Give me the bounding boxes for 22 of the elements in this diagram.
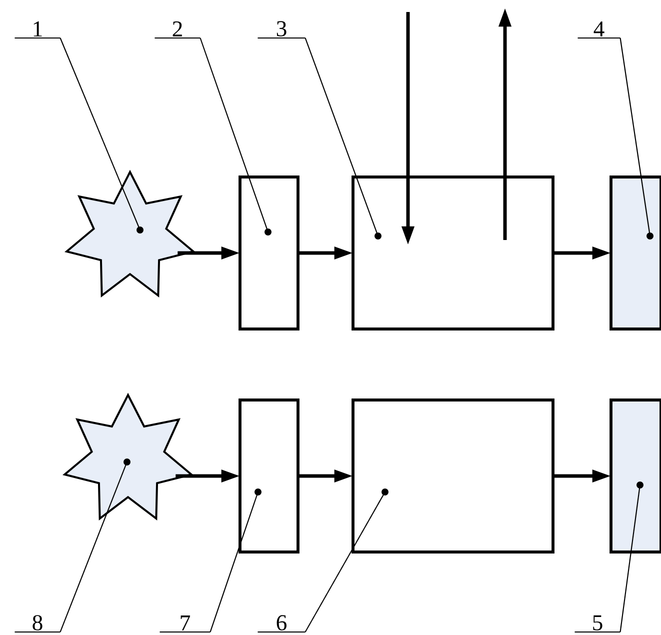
callout-number: 4 (578, 21, 620, 39)
leader-line (210, 488, 262, 632)
block-box (610, 176, 661, 330)
callout-number: 7 (160, 616, 210, 633)
block-box (352, 398, 554, 554)
leader-line (620, 38, 654, 240)
block-box (238, 176, 300, 330)
callout-number: 5 (574, 615, 620, 633)
callout-number: 6 (258, 615, 306, 633)
block-box (238, 398, 300, 554)
leader-line (304, 38, 382, 240)
leader-line (304, 488, 388, 632)
callout-number: 8 (14, 615, 60, 633)
leader-line (60, 38, 144, 234)
block-box (352, 176, 554, 330)
block-box (610, 398, 661, 554)
leader-line (60, 458, 130, 632)
callout-number: 2 (154, 21, 200, 39)
leader-line (200, 38, 272, 236)
leader-line (620, 482, 644, 632)
callout-number: 1 (14, 21, 60, 39)
callout-number: 3 (258, 21, 306, 39)
